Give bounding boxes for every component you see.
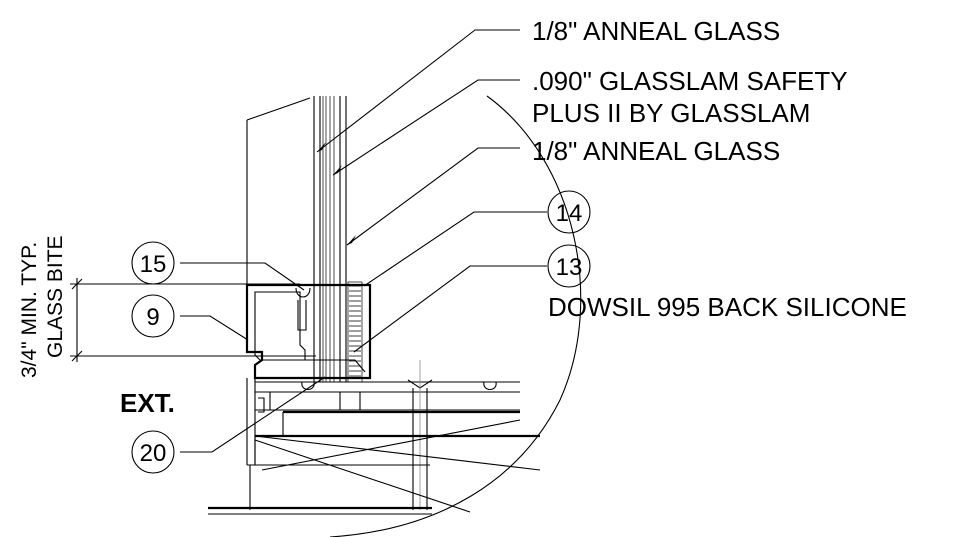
svg-text:14: 14 <box>556 200 583 227</box>
back-silicone-bead <box>347 281 363 383</box>
callout-silicone: DOWSIL 995 BACK SILICONE <box>548 292 907 322</box>
callout-glass-outer: 1/8" ANNEAL GLASS <box>532 16 780 46</box>
svg-text:13: 13 <box>556 254 583 281</box>
bite-label-line2: GLASS BITE <box>44 235 67 358</box>
callout-glass-inner: 1/8" ANNEAL GLASS <box>532 136 780 166</box>
detail-boundary-circle <box>329 95 582 537</box>
tag-20: 20 <box>131 430 175 474</box>
substrate-layers <box>208 410 541 515</box>
laminated-glass <box>313 96 347 382</box>
glass-bite-dimension <box>70 278 316 362</box>
tag-9: 9 <box>131 294 175 338</box>
svg-text:15: 15 <box>140 251 167 278</box>
callout-leaders <box>180 29 547 453</box>
exterior-label: EXT. <box>120 388 175 418</box>
callout-interlayer-line1: .090" GLASSLAM SAFETY <box>532 66 848 96</box>
detail-boundary-top <box>246 97 311 121</box>
tag-14: 14 <box>547 190 591 234</box>
svg-text:20: 20 <box>140 440 167 467</box>
tag-13: 13 <box>547 244 591 288</box>
bite-label-line1: 3/4" MIN. TYP. <box>18 242 41 378</box>
leader-arrowheads <box>317 142 356 245</box>
tag-15: 15 <box>131 241 175 285</box>
svg-text:9: 9 <box>146 304 159 331</box>
aluminum-frame-profile <box>245 283 520 465</box>
callout-interlayer-line2: PLUS II BY GLASSLAM <box>532 98 810 128</box>
